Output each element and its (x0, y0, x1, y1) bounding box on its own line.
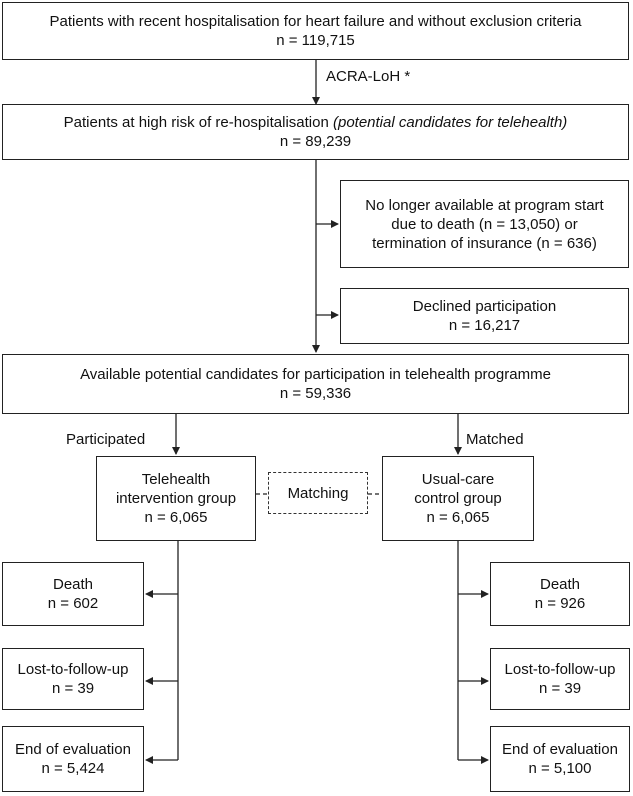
box-matching: Matching (268, 472, 368, 514)
label-acra-loh: ACRA-LoH * (326, 68, 411, 85)
box-telehealth-group: Telehealth intervention group n = 6,065 (96, 456, 256, 541)
box-available-count: n = 59,336 (279, 385, 352, 402)
box-ctrl-lost-to-follow-up: Lost-to-follow-up n = 39 (490, 648, 630, 710)
box-tele-death: Death n = 602 (2, 562, 144, 626)
box-ctrl-lost-count: n = 39 (538, 680, 582, 697)
box-available-candidates: Available potential candidates for parti… (2, 354, 629, 414)
box-usualcare-line2: control group (414, 490, 502, 507)
box-tele-death-title: Death (52, 576, 94, 593)
box-tele-lost-title: Lost-to-follow-up (17, 661, 129, 678)
box-usualcare-line1: Usual-care (421, 471, 495, 488)
box-usualcare-count: n = 6,065 (426, 509, 490, 526)
label-participated: Participated (66, 431, 146, 448)
box-ctrl-death-title: Death (539, 576, 581, 593)
box-high-risk-title: Patients at high risk of re-hospitalisat… (63, 114, 333, 131)
box-ctrl-lost-title: Lost-to-follow-up (504, 661, 616, 678)
box-no-longer-available: No longer available at program start due… (340, 180, 629, 268)
box-unavailable-line3: termination of insurance (n = 636) (372, 234, 597, 252)
box-tele-end-count: n = 5,424 (41, 760, 105, 777)
box-eligible-count: n = 119,715 (276, 32, 355, 49)
box-matching-label: Matching (287, 484, 349, 502)
box-usual-care-group: Usual-care control group n = 6,065 (382, 456, 534, 541)
box-high-risk: Patients at high risk of re-hospitalisat… (2, 104, 629, 160)
box-unavailable-line2: due to death (n = 13,050) or (391, 215, 578, 233)
box-high-risk-title-italic: (potential candidates for telehealth) (332, 114, 568, 131)
box-declined-count: n = 16,217 (448, 317, 521, 334)
label-matched: Matched (466, 431, 524, 448)
box-unavailable-line1: No longer available at program start (365, 196, 604, 214)
box-telehealth-line2: intervention group (115, 490, 237, 507)
box-telehealth-line1: Telehealth (141, 471, 211, 488)
box-tele-death-count: n = 602 (47, 595, 99, 612)
box-tele-end-of-evaluation: End of evaluation n = 5,424 (2, 726, 144, 792)
box-eligible-title: Patients with recent hospitalisation for… (49, 13, 582, 30)
box-tele-lost-to-follow-up: Lost-to-follow-up n = 39 (2, 648, 144, 710)
box-available-title: Available potential candidates for parti… (80, 366, 551, 383)
box-ctrl-end-of-evaluation: End of evaluation n = 5,100 (490, 726, 630, 792)
box-ctrl-end-title: End of evaluation (502, 741, 618, 758)
box-tele-lost-count: n = 39 (51, 680, 95, 697)
box-telehealth-count: n = 6,065 (144, 509, 208, 526)
box-high-risk-title-line: Patients at high risk of re-hospitalisat… (64, 113, 568, 132)
box-declined-title: Declined participation (412, 298, 557, 315)
box-eligible-patients: Patients with recent hospitalisation for… (2, 2, 629, 60)
box-ctrl-end-count: n = 5,100 (528, 760, 592, 777)
box-ctrl-death: Death n = 926 (490, 562, 630, 626)
box-tele-end-title: End of evaluation (15, 741, 131, 758)
box-declined-participation: Declined participation n = 16,217 (340, 288, 629, 344)
box-high-risk-count: n = 89,239 (279, 133, 352, 150)
box-ctrl-death-count: n = 926 (534, 595, 586, 612)
